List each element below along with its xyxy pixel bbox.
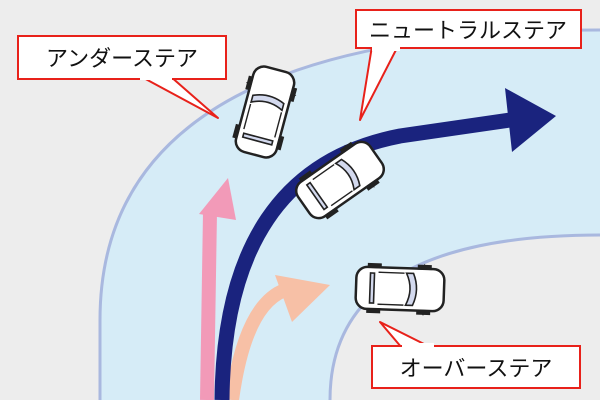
car-icon-oversteer [353, 260, 447, 318]
oversteer-arrow-icon [225, 275, 330, 400]
understeer-arrow-icon [199, 178, 236, 400]
callout-neutral: ニュートラルステア [355, 9, 582, 121]
callout-understeer: アンダーステア [17, 35, 227, 119]
label-understeer: アンダーステア [46, 47, 198, 72]
label-neutral: ニュートラルステア [369, 19, 567, 44]
label-oversteer: オーバーステア [400, 357, 553, 382]
callout-oversteer: オーバーステア [371, 321, 581, 389]
